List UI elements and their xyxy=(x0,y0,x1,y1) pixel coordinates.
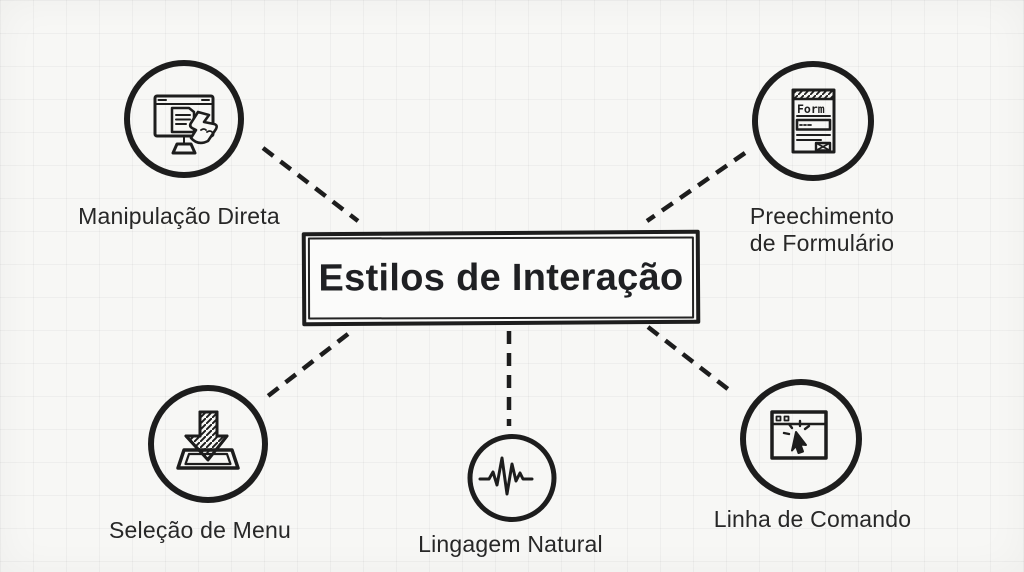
center-topic-title: Estilos de Interação xyxy=(318,256,684,299)
waveform-icon xyxy=(466,432,558,524)
svg-text:Form: Form xyxy=(797,102,825,116)
node-manipulacao-direta xyxy=(122,58,246,182)
label-preenchimento-de-formulario: Preechimento de Formulário xyxy=(722,203,922,257)
node-selecao-de-menu xyxy=(146,382,270,506)
label-line-2: de Formulário xyxy=(749,230,895,256)
center-topic-box: Estilos de Interação xyxy=(301,229,701,327)
label-linha-de-comando: Linha de Comando xyxy=(713,506,912,532)
label-line-1: Preechimento xyxy=(749,203,895,229)
label-lingagem-natural: Lingagem Natural xyxy=(418,531,603,557)
label-manipulacao-direta: Manipulação Direta xyxy=(78,203,280,229)
form-icon: Form xyxy=(750,59,876,185)
monitor-hand-icon xyxy=(122,58,246,182)
center-topic-box-inner: Estilos de Interação xyxy=(307,236,695,320)
node-linha-de-comando xyxy=(738,376,864,502)
window-cursor-icon xyxy=(738,376,864,502)
label-selecao-de-menu: Seleção de Menu xyxy=(108,517,291,543)
node-lingagem-natural xyxy=(466,432,558,524)
download-arrow-icon xyxy=(146,382,270,506)
node-preenchimento-de-formulario: Form xyxy=(750,59,876,185)
